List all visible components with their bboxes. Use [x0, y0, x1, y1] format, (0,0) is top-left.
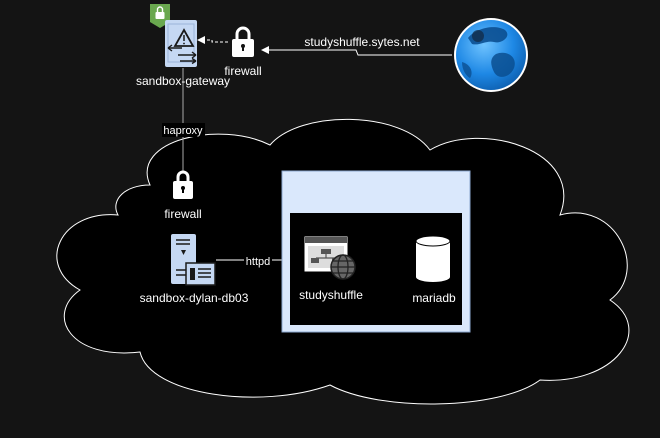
server-icon [171, 234, 216, 286]
app-label: studyshuffle [299, 288, 363, 302]
globe-icon [454, 18, 528, 92]
web-application-icon [304, 236, 356, 280]
database-label: mariadb [412, 291, 456, 305]
gateway-icon [165, 20, 197, 67]
haproxy-label: haproxy [163, 125, 203, 137]
firewall-gateway-connector [197, 36, 228, 44]
db-server-label: sandbox-dylan-db03 [140, 291, 249, 305]
firewall-cloud-lock-icon [173, 170, 193, 199]
gateway-label: sandbox-gateway [136, 74, 230, 88]
httpd-label: httpd [246, 256, 270, 268]
firewall-cloud-label: firewall [164, 207, 201, 221]
firewall-lock-icon [232, 26, 254, 57]
database-icon [415, 235, 451, 282]
firewall-top-label: firewall [224, 64, 261, 78]
internet-connector [261, 46, 452, 56]
httpd-label-bg [244, 255, 272, 267]
haproxy-label-bg [162, 123, 205, 137]
internet-label: studyshuffle.sytes.net [304, 35, 420, 49]
